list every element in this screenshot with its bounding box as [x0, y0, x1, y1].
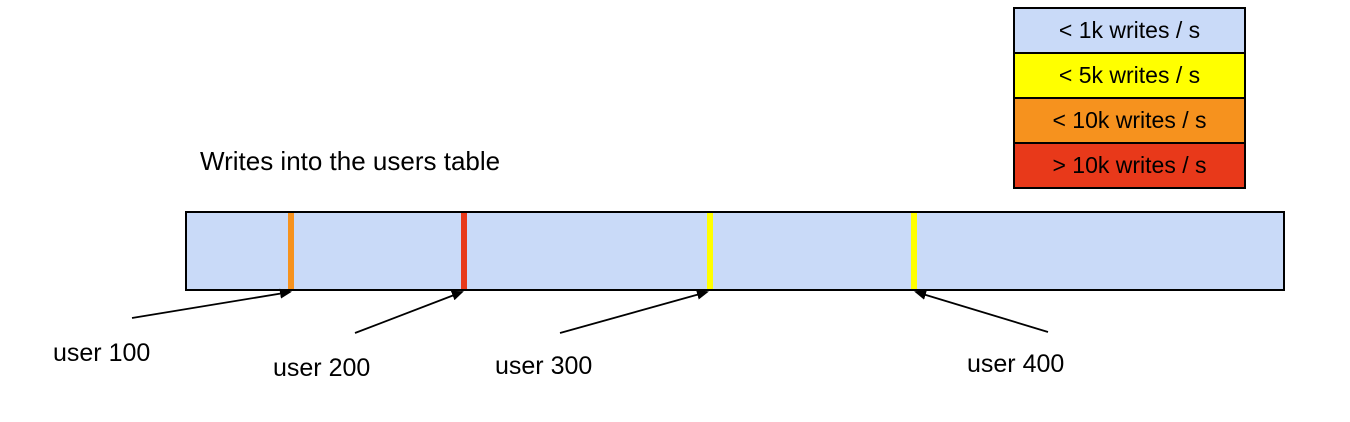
marker-user-100 — [288, 213, 294, 289]
marker-user-400 — [911, 213, 917, 289]
arrow-user-300 — [559, 289, 709, 334]
arrow-user-100 — [131, 288, 292, 319]
legend-item-label: < 1k writes / s — [1058, 17, 1201, 43]
label-user-100: user 100 — [53, 339, 151, 367]
label-user-400: user 400 — [967, 350, 1065, 378]
marker-user-200 — [461, 213, 467, 289]
label-user-200: user 200 — [273, 354, 371, 382]
legend-item-lt-1k: < 1k writes / s — [1013, 7, 1246, 54]
marker-user-300 — [707, 213, 713, 289]
legend-item-lt-10k: < 10k writes / s — [1013, 97, 1246, 144]
legend: < 1k writes / s < 5k writes / s < 10k wr… — [1013, 7, 1246, 189]
diagram-title: Writes into the users table — [200, 146, 501, 176]
legend-item-gt-10k: > 10k writes / s — [1013, 142, 1246, 189]
legend-item-label: < 10k writes / s — [1052, 107, 1207, 133]
legend-item-lt-5k: < 5k writes / s — [1013, 52, 1246, 99]
legend-item-label: < 5k writes / s — [1058, 62, 1201, 88]
arrow-user-400 — [914, 290, 1049, 333]
legend-item-label: > 10k writes / s — [1052, 152, 1207, 178]
arrow-user-200 — [354, 290, 464, 334]
label-user-300: user 300 — [495, 352, 593, 380]
users-table-bar — [185, 211, 1285, 291]
